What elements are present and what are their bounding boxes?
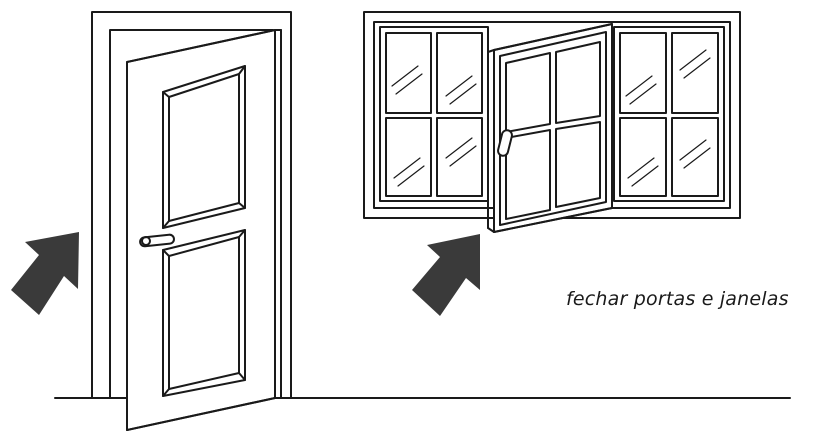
caption-text: fechar portas e janelas (566, 288, 789, 310)
arrow-icon (412, 234, 480, 316)
window-open-illustration (363, 11, 741, 233)
window-handle (497, 129, 513, 157)
arrow-icon (11, 232, 79, 315)
door-open-illustration (126, 29, 282, 431)
